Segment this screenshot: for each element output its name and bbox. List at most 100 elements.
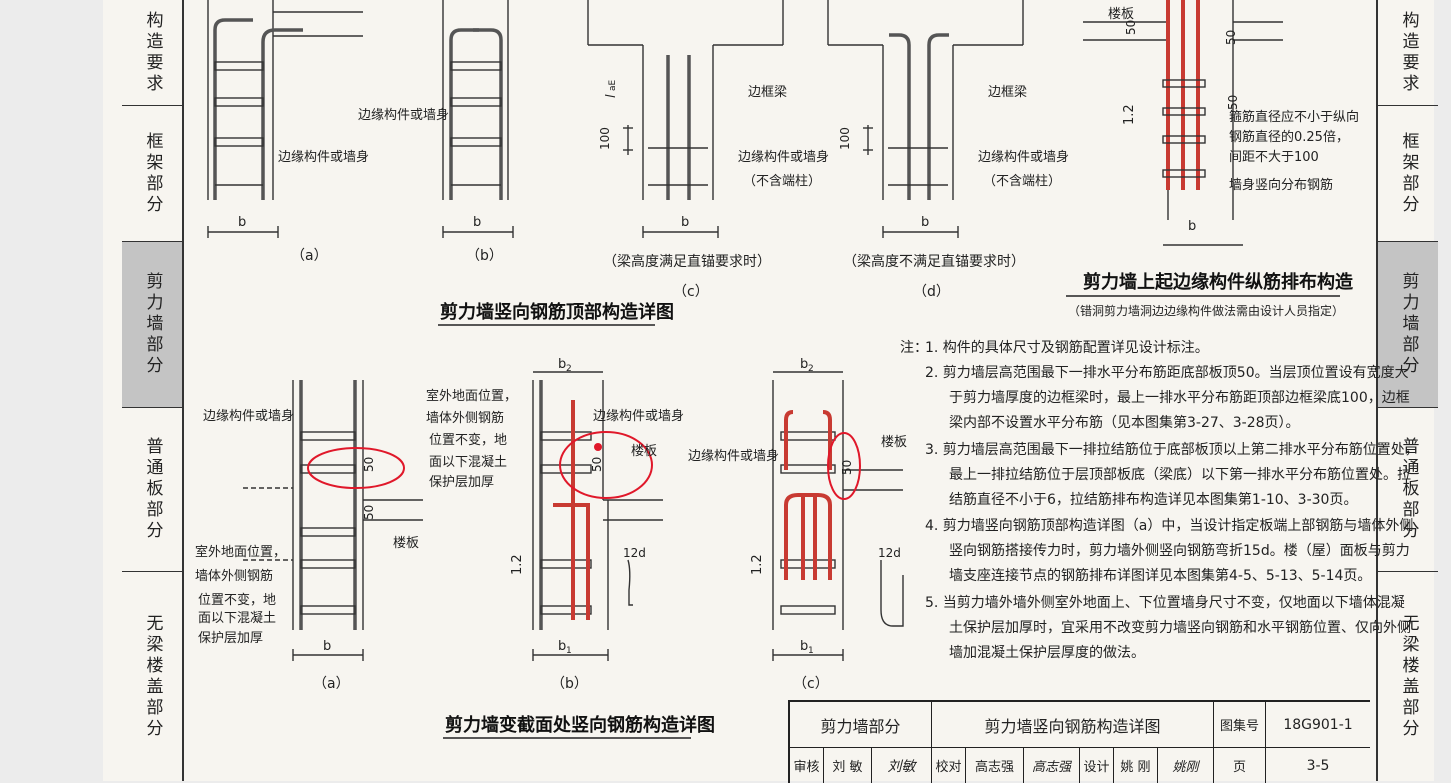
note-4: 4. 剪力墙竖向钢筋顶部构造详图（a）中，当设计指定板端上部钢筋与墙体外侧 [925, 518, 1414, 534]
caption-top-c: （c） [673, 284, 709, 300]
left-nav-label: 剪力墙部分 [142, 272, 163, 377]
label-edge-member-a: 边缘构件或墙身 [278, 149, 369, 165]
caption-top-d-note: （梁高度不满足直锚要求时） [843, 253, 1025, 270]
label-slab-ba: 楼板 [393, 536, 419, 551]
right-nav-slab[interactable]: 普通板部分 [1378, 408, 1438, 572]
label-no-column-d: （不含端柱） [983, 173, 1061, 189]
left-nav-flat-slab[interactable]: 无梁楼盖部分 [122, 572, 182, 781]
red-rebars [553, 0, 1200, 620]
dim-b-b: b [473, 215, 481, 230]
label-edge-member-b: 边缘构件或墙身 [358, 107, 449, 123]
label-edge-member-ba: 边缘构件或墙身 [203, 408, 294, 424]
note-stirrup-2: 钢筋直径的0.25倍， [1229, 129, 1349, 145]
left-nav-label: 无梁楼盖部分 [142, 613, 163, 740]
note-2: 2. 剪力墙层高范围最下一排水平分布筋距底部板顶50。当层顶位置设有宽度大 [925, 365, 1409, 381]
drawing-page: 构造要求 框架部分 剪力墙部分 普通板部分 无梁楼盖部分 构造要求 框架部分 剪… [103, 0, 1438, 783]
title-bottom-section: 剪力墙变截面处竖向钢筋构造详图 [445, 715, 715, 736]
dim-b2-bb: b [558, 357, 566, 372]
label-ground-b-4: 面以下混凝土 [429, 454, 507, 470]
left-section-nav: 构造要求 框架部分 剪力墙部分 普通板部分 无梁楼盖部分 [122, 0, 184, 781]
dim-b1-bb: b [558, 639, 566, 654]
dim-50-ba: 50 [362, 457, 376, 472]
label-edge-member-bb: 边缘构件或墙身 [593, 408, 684, 424]
right-nav-flat-slab[interactable]: 无梁楼盖部分 [1378, 572, 1438, 781]
label-ground-b-1: 室外地面位置， [426, 388, 517, 404]
dim-12d-bb: 12d [623, 546, 646, 560]
right-nav-label: 剪力墙部分 [1398, 272, 1419, 377]
dim-100-c: 100 [598, 127, 612, 150]
dim-b-ba: b [323, 639, 331, 654]
right-nav-frame[interactable]: 框架部分 [1378, 106, 1438, 242]
title-block-drawing-title: 剪力墙竖向钢筋构造详图 [932, 702, 1214, 748]
right-nav-label: 构造要求 [1398, 10, 1419, 95]
label-edge-member-bc: 边缘构件或墙身 [688, 448, 779, 464]
label-ground-a-2: 墙体外侧钢筋 [195, 568, 273, 584]
label-edge-member-d: 边缘构件或墙身 [978, 149, 1069, 165]
left-nav-label: 构造要求 [142, 10, 163, 95]
right-section-nav: 构造要求 框架部分 剪力墙部分 普通板部分 无梁楼盖部分 [1376, 0, 1438, 781]
title-block-designer: 姚 刚 [1114, 748, 1158, 783]
note-4b: 竖向钢筋搭接传力时，剪力墙外侧竖向钢筋弯折15d。楼（屋）面板与剪力 [949, 543, 1410, 559]
label-ground-b-3: 位置不变，地 [429, 432, 507, 448]
label-ground-a-3: 位置不变，地 [198, 592, 276, 608]
markup-dot [594, 443, 602, 451]
note-3b: 最上一排拉结筋位于层顶部板底（梁底）以下第一排水平分布筋位置处。拉 [949, 467, 1411, 483]
right-nav-construction[interactable]: 构造要求 [1378, 0, 1438, 106]
title-block: 剪力墙部分 剪力墙竖向钢筋构造详图 图集号 18G901-1 审核 刘 敏 刘敏… [788, 700, 1370, 783]
dim-50-right-3: 50 [1226, 95, 1240, 110]
title-block-reviewer: 刘 敏 [824, 748, 872, 783]
notes-prefix: 注： [900, 340, 928, 356]
left-nav-construction[interactable]: 构造要求 [122, 0, 182, 106]
dim-b-right: b [1188, 219, 1196, 234]
title-right-detail: 剪力墙上起边缘构件纵筋排布构造 [1083, 272, 1353, 293]
dim-50-right: 50 [1124, 20, 1138, 35]
left-nav-shear-wall[interactable]: 剪力墙部分 [122, 242, 182, 408]
note-5: 5. 当剪力墙外墙外侧室外地面上、下位置墙身尺寸不变，仅地面以下墙体混凝 [925, 595, 1405, 611]
caption-top-b: （b） [466, 248, 503, 264]
label-ground-a-4: 面以下混凝土 [198, 610, 276, 626]
detail-bottom-c [772, 371, 904, 661]
note-2b: 于剪力墙厚度的边框梁时，最上一排水平分布筋距顶部边框梁底100，边框 [949, 390, 1410, 406]
detail-top-c [587, 0, 784, 238]
note-1: 1. 构件的具体尺寸及钢筋配置详见设计标注。 [925, 340, 1209, 356]
label-ground-b-2: 墙体外侧钢筋 [426, 410, 504, 426]
detail-top-d [827, 0, 1024, 238]
note-3: 3. 剪力墙层高范围最下一排拉结筋位于底部板顶以上第二排水平分布筋位置处， [925, 442, 1419, 458]
title-block-checker-signature: 高志强 [1024, 748, 1080, 783]
label-edge-member-c: 边缘构件或墙身 [738, 149, 829, 165]
caption-bottom-b: （b） [551, 676, 588, 692]
title-block-atlas-label: 图集号 [1214, 702, 1266, 748]
dim-b-c: b [681, 215, 689, 230]
right-nav-shear-wall[interactable]: 剪力墙部分 [1378, 242, 1438, 408]
title-block-review-label: 审核 [790, 748, 824, 783]
dim-50-right-2: 50 [1224, 30, 1238, 45]
dim-b1-bc: b [800, 639, 808, 654]
dim-12lae-right: 1.2 [1122, 104, 1137, 125]
dim-b2-sub-bc: 2 [808, 364, 814, 374]
left-nav-slab[interactable]: 普通板部分 [122, 408, 182, 572]
label-ground-a-5: 保护层加厚 [198, 631, 263, 646]
note-stirrup-1: 箍筋直径应不小于纵向 [1229, 109, 1359, 125]
left-nav-frame[interactable]: 框架部分 [122, 106, 182, 242]
caption-bottom-c: （c） [793, 676, 829, 692]
label-edge-beam-d: 边框梁 [988, 85, 1027, 100]
title-block-checker: 高志强 [966, 748, 1024, 783]
caption-top-a: （a） [291, 248, 328, 264]
right-nav-label: 框架部分 [1398, 131, 1419, 216]
title-top-section: 剪力墙竖向钢筋顶部构造详图 [440, 302, 674, 323]
dim-50-ba-2: 50 [362, 505, 376, 520]
dim-50-bb: 50 [590, 457, 604, 472]
note-3c: 结筋直径不小于6，拉结筋排布构造详见本图集第1-10、3-30页。 [949, 492, 1358, 508]
title-block-page-label: 页 [1214, 748, 1266, 783]
label-slab-right: 楼板 [1108, 7, 1134, 22]
caption-top-c-note: （梁高度满足直锚要求时） [603, 253, 771, 270]
subtitle-right-detail: （错洞剪力墙洞边边缘构件做法需由设计人员指定） [1068, 304, 1345, 318]
right-nav-label: 无梁楼盖部分 [1398, 613, 1419, 740]
title-block-check-label: 校对 [932, 748, 966, 783]
label-ground-b-5: 保护层加厚 [429, 475, 494, 490]
label-no-column-c: （不含端柱） [743, 173, 821, 189]
label-slab-bc: 楼板 [881, 435, 907, 450]
markup-circles [307, 431, 861, 500]
dim-b2-sub-bb: 2 [566, 364, 572, 374]
dim-12lae-bb: 1.2 [510, 554, 525, 575]
